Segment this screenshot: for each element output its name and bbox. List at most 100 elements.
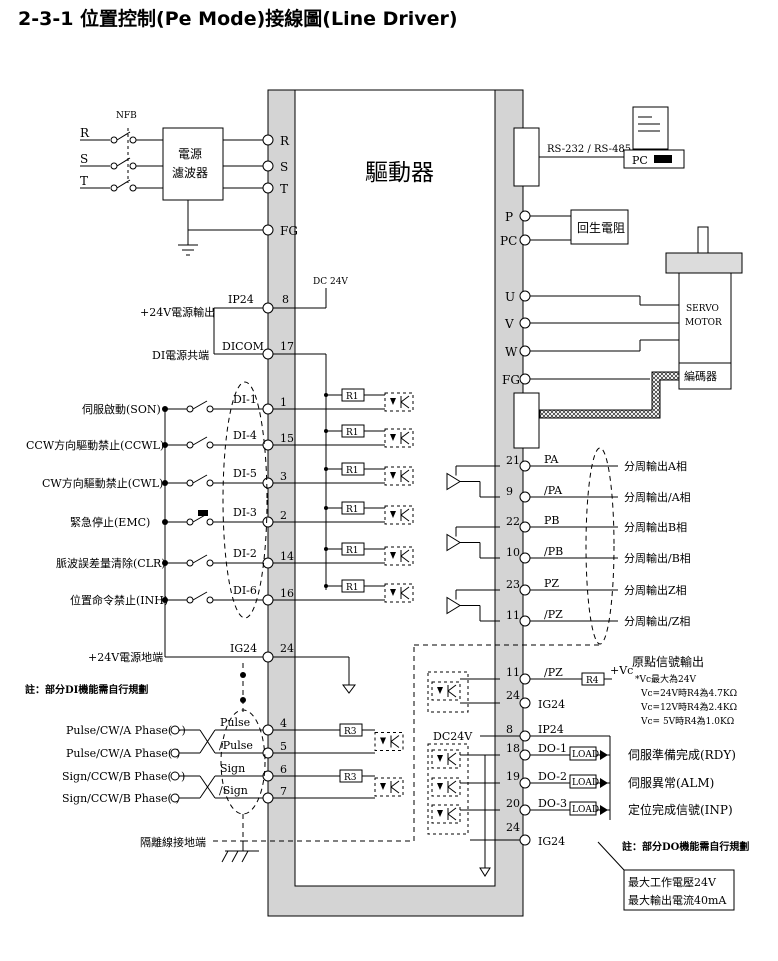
do-note: 註：部分DO機能需自行規劃 [622, 840, 749, 853]
switch-contact [186, 518, 194, 526]
load-box [569, 801, 597, 816]
terminal-pin [519, 615, 531, 627]
shield-dot [240, 697, 246, 703]
ground-symbol [178, 200, 263, 256]
switch-contact [186, 441, 194, 449]
do-label: 定位完成信號(INP) [628, 802, 733, 817]
enc-pin: 21 [506, 454, 520, 467]
breaker-contact [110, 162, 118, 170]
enc-pin: 22 [506, 515, 520, 528]
origin-opto-frame [427, 671, 469, 713]
di-label: 位置命令禁止(INH) [70, 593, 168, 607]
terminal-pin [262, 594, 274, 606]
do-limit-2: 最大輸出電流40mA [628, 893, 727, 907]
filter-label-1: 電源 [178, 147, 202, 161]
motor-wiring [530, 295, 679, 380]
enc-name: /PB [544, 545, 563, 558]
ig24-pin: 24 [280, 642, 294, 655]
optocoupler [431, 777, 461, 797]
switch-blade [192, 591, 208, 601]
load-label: LOAD [572, 750, 599, 760]
optocoupler [384, 505, 414, 525]
di-name: DI-2 [233, 547, 257, 560]
origin-note: Vc=12V時R4為2.4KΩ [640, 701, 737, 713]
cn4-link-label: RS-232 / RS-485 [547, 144, 631, 155]
servo-motor [665, 226, 743, 390]
terminal-pin [262, 403, 274, 415]
pulse-pin-number: 6 [280, 763, 287, 776]
switch-blade [192, 436, 208, 446]
regen-label: 回生電阻 [577, 221, 625, 235]
optocoupler [384, 392, 414, 412]
origin-pin: 11 [506, 666, 520, 679]
optocoupler [374, 777, 404, 797]
pc-icon [623, 106, 685, 169]
switch-contact [206, 559, 214, 567]
enc-label: 分周輸出Z相 [624, 583, 687, 597]
optocoupler [431, 804, 461, 824]
switch-blade [192, 554, 208, 564]
switch-contact [206, 596, 214, 604]
phase-label-S: S [80, 152, 88, 166]
regen-terminal-label: PC [500, 234, 517, 248]
switch-blade [192, 474, 208, 484]
di-name: DI-5 [233, 467, 257, 480]
origin-title: 原點信號輸出 [632, 654, 704, 669]
ip24-desc: +24V電源輸出 [140, 305, 215, 319]
switch-contact [186, 596, 194, 604]
dicom-name: DICOM [222, 340, 264, 353]
pulse-name: /Sign [219, 784, 248, 797]
optocoupler [374, 732, 404, 751]
encoder-cable [539, 371, 680, 419]
terminal-ip24 [262, 302, 274, 314]
load-box [569, 746, 597, 761]
optocoupler [384, 546, 414, 566]
di-name: DI-4 [233, 429, 257, 442]
line-driver [446, 533, 461, 552]
terminal-ig24 [262, 651, 274, 663]
enc-name: PZ [544, 577, 559, 590]
ip24-pin: 8 [282, 293, 289, 306]
ig24-name: IG24 [230, 642, 257, 655]
r1-resistor-label: R1 [346, 392, 359, 402]
optocoupler [384, 466, 414, 486]
ig24-wiring [165, 656, 356, 694]
di-name: DI-3 [233, 506, 257, 519]
twisted-pair [199, 729, 216, 754]
terminal-pin [519, 804, 531, 816]
switch-contact [206, 405, 214, 413]
terminal-pin [519, 697, 531, 709]
do-name: DO-1 [538, 742, 567, 755]
switch-contact [206, 479, 214, 487]
page-title: 2-3-1 位置控制(Pe Mode)接線圖(Line Driver) [18, 8, 458, 30]
enc-label: 分周輸出B相 [624, 520, 687, 534]
emc-button [198, 510, 208, 516]
di-pin-number: 3 [280, 470, 287, 483]
nfb-label: NFB [116, 111, 137, 121]
do-label: 伺服準備完成(RDY) [628, 747, 736, 762]
switch-contact [206, 518, 214, 526]
breaker-blade [116, 157, 131, 167]
pulse-name: /Pulse [219, 739, 253, 752]
breaker-contact [129, 184, 137, 192]
terminal-ip24 [519, 730, 531, 742]
origin-ig-name: IG24 [538, 698, 565, 711]
r1-resistor-label: R1 [346, 505, 359, 515]
enc-label: 分周輸出/Z相 [624, 614, 690, 628]
line-driver [446, 472, 461, 491]
terminal-pin [262, 724, 274, 736]
do-ip24-name: IP24 [538, 723, 564, 736]
di-name: DI-1 [233, 393, 257, 406]
di-label: 緊急停止(EMC) [70, 515, 150, 529]
r1-resistor-label: R1 [346, 466, 359, 476]
driver-label: 驅動器 [365, 160, 434, 186]
breaker-contact [129, 136, 137, 144]
terminal-pin [519, 673, 531, 685]
